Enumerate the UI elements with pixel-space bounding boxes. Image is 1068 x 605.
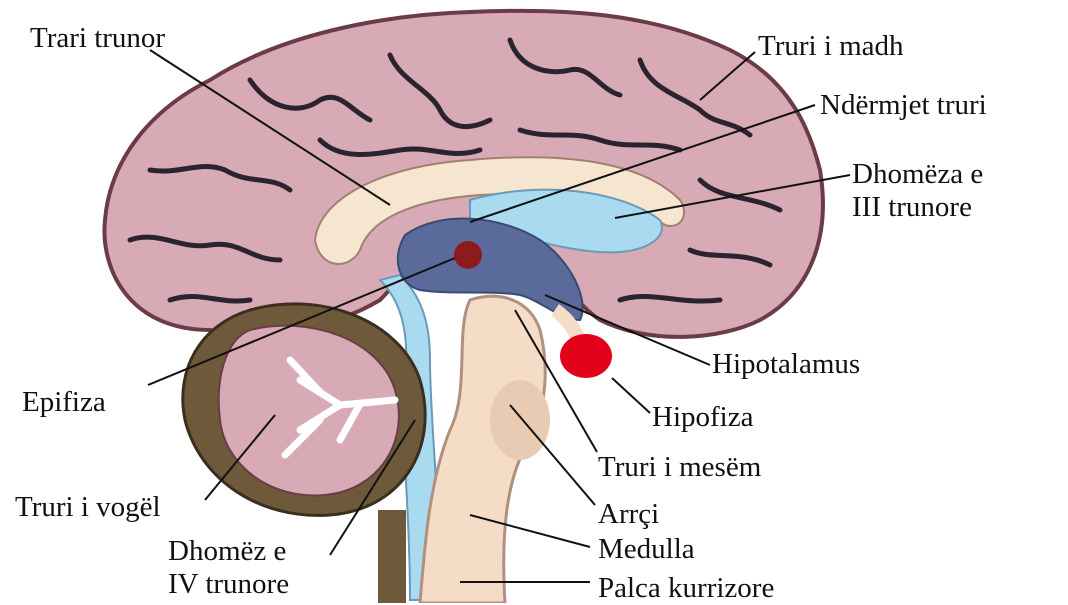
- label-truri-mesem: Truri i mesëm: [598, 451, 761, 484]
- label-hipotalamus: Hipotalamus: [712, 348, 860, 381]
- label-hipofiza: Hipofiza: [652, 401, 753, 434]
- label-arrci: Arrçi: [598, 498, 659, 531]
- label-truri-vogel: Truri i vogël: [15, 491, 161, 524]
- label-palca: Palca kurrizore: [598, 572, 774, 605]
- leader-hipofiza: [612, 378, 650, 413]
- spinal-cord-edge: [378, 510, 406, 603]
- label-truri-madh: Truri i madh: [758, 30, 904, 63]
- label-trari-trunor: Trari trunor: [30, 22, 165, 55]
- label-dhomeza-iii-line2: III trunore: [852, 191, 983, 224]
- pons-shade: [490, 380, 550, 460]
- label-medulla: Medulla: [598, 533, 695, 566]
- label-epifiza: Epifiza: [22, 386, 106, 419]
- pituitary-gland: [560, 334, 612, 378]
- label-ndermjet-truri: Ndërmjet truri: [820, 89, 987, 122]
- label-dhomez-iv-line1: Dhomëz e: [168, 535, 289, 568]
- label-dhomez-iv-line2: IV trunore: [168, 568, 289, 601]
- label-dhomeza-iii-line1: Dhomëza e: [852, 158, 983, 191]
- label-dhomez-iv: Dhomëz e IV trunore: [168, 535, 289, 601]
- label-dhomeza-iii: Dhomëza e III trunore: [852, 158, 983, 224]
- pineal-gland: [454, 241, 482, 269]
